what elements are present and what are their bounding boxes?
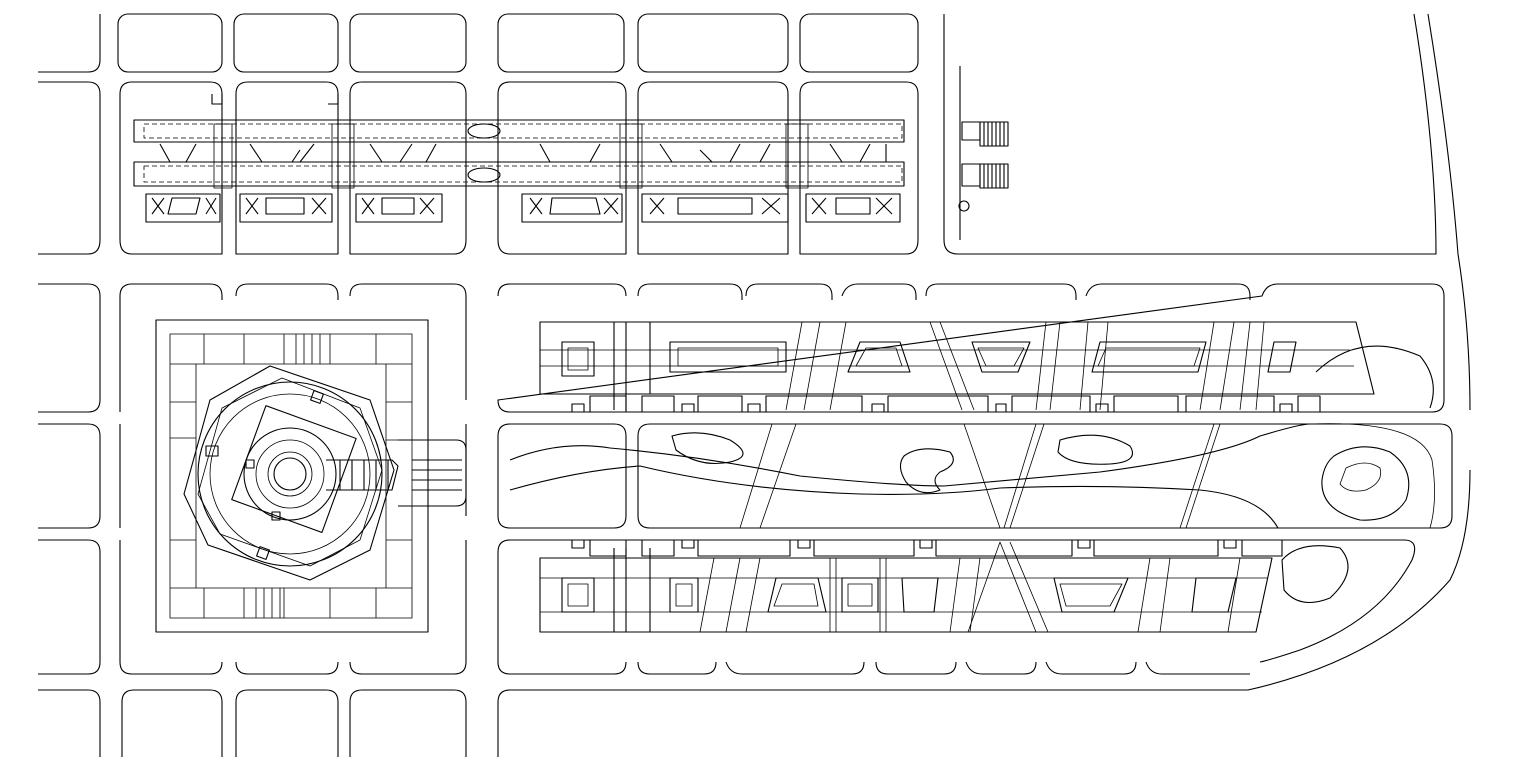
north-linear-park <box>497 283 1445 413</box>
small-structure-right <box>958 66 1009 240</box>
middle-park <box>497 423 1453 529</box>
central-plaza <box>119 283 467 675</box>
upper-block-complex <box>119 81 919 255</box>
south-linear-park <box>497 539 1416 675</box>
city-blocks <box>38 13 1471 757</box>
